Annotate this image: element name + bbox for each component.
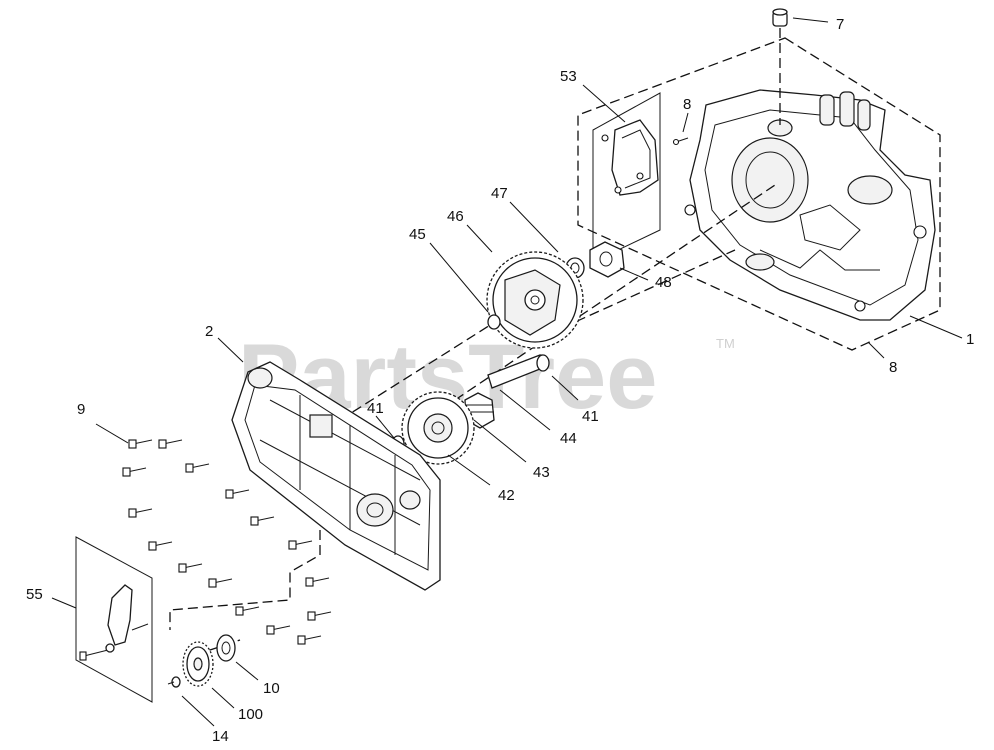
side-cover-part-2 <box>231 361 441 591</box>
watermark-tm: TM <box>716 336 735 351</box>
bolts-part-9 <box>122 439 332 645</box>
bolt <box>235 606 260 616</box>
callout-41-left: 41 <box>367 400 384 417</box>
callout-43: 43 <box>533 464 550 481</box>
callout-8-lower: 8 <box>889 359 897 376</box>
callout-8-upper: 8 <box>683 96 691 113</box>
bolt <box>305 577 330 587</box>
bolt <box>250 516 275 526</box>
axis-line-upper <box>454 184 776 401</box>
bolt <box>185 463 210 473</box>
bolt <box>225 489 250 499</box>
shift-arm-part-55 <box>75 536 153 703</box>
transaxle-housing <box>684 89 936 321</box>
snap-ring-part-45 <box>487 314 501 330</box>
dowel-pin-part-8-upper <box>672 137 689 146</box>
cover-plate-part-53 <box>592 92 661 263</box>
bolt <box>148 541 173 551</box>
bolt <box>266 625 291 635</box>
coupler-part-48 <box>589 241 625 278</box>
callout-7: 7 <box>836 16 844 33</box>
bolt <box>128 439 153 449</box>
bearing-part-10 <box>216 634 236 662</box>
callout-44: 44 <box>560 430 577 447</box>
bolt <box>208 578 233 588</box>
bolt <box>128 508 153 518</box>
callout-9: 9 <box>77 401 85 418</box>
callout-48: 48 <box>655 274 672 291</box>
callout-47: 47 <box>491 185 508 202</box>
callout-45: 45 <box>409 226 426 243</box>
callout-41-right: 41 <box>582 408 599 425</box>
bolt <box>288 540 313 550</box>
callout-55: 55 <box>26 586 43 603</box>
bolt <box>307 611 332 621</box>
sprocket-part-100 <box>182 641 214 687</box>
bolt <box>178 563 203 573</box>
axis-line-gear46 <box>339 321 496 421</box>
bolt <box>297 635 322 645</box>
leader-lines <box>51 17 963 727</box>
bolt <box>158 439 183 449</box>
gear-part-42 <box>401 391 475 465</box>
large-gear-part-46 <box>486 251 584 349</box>
callout-14: 14 <box>212 728 229 745</box>
washer-part-41-right <box>536 354 550 372</box>
callout-46: 46 <box>447 208 464 225</box>
housing-bracket <box>577 37 941 351</box>
retaining-clip-part-14 <box>167 676 181 688</box>
callout-2: 2 <box>205 323 213 340</box>
plug-part-7 <box>772 8 788 125</box>
callout-10: 10 <box>263 680 280 697</box>
callout-100: 100 <box>238 706 263 723</box>
axis-line-lower <box>169 530 321 630</box>
callout-42: 42 <box>498 487 515 504</box>
callout-53: 53 <box>560 68 577 85</box>
callout-1: 1 <box>966 331 974 348</box>
bolt <box>122 467 147 477</box>
